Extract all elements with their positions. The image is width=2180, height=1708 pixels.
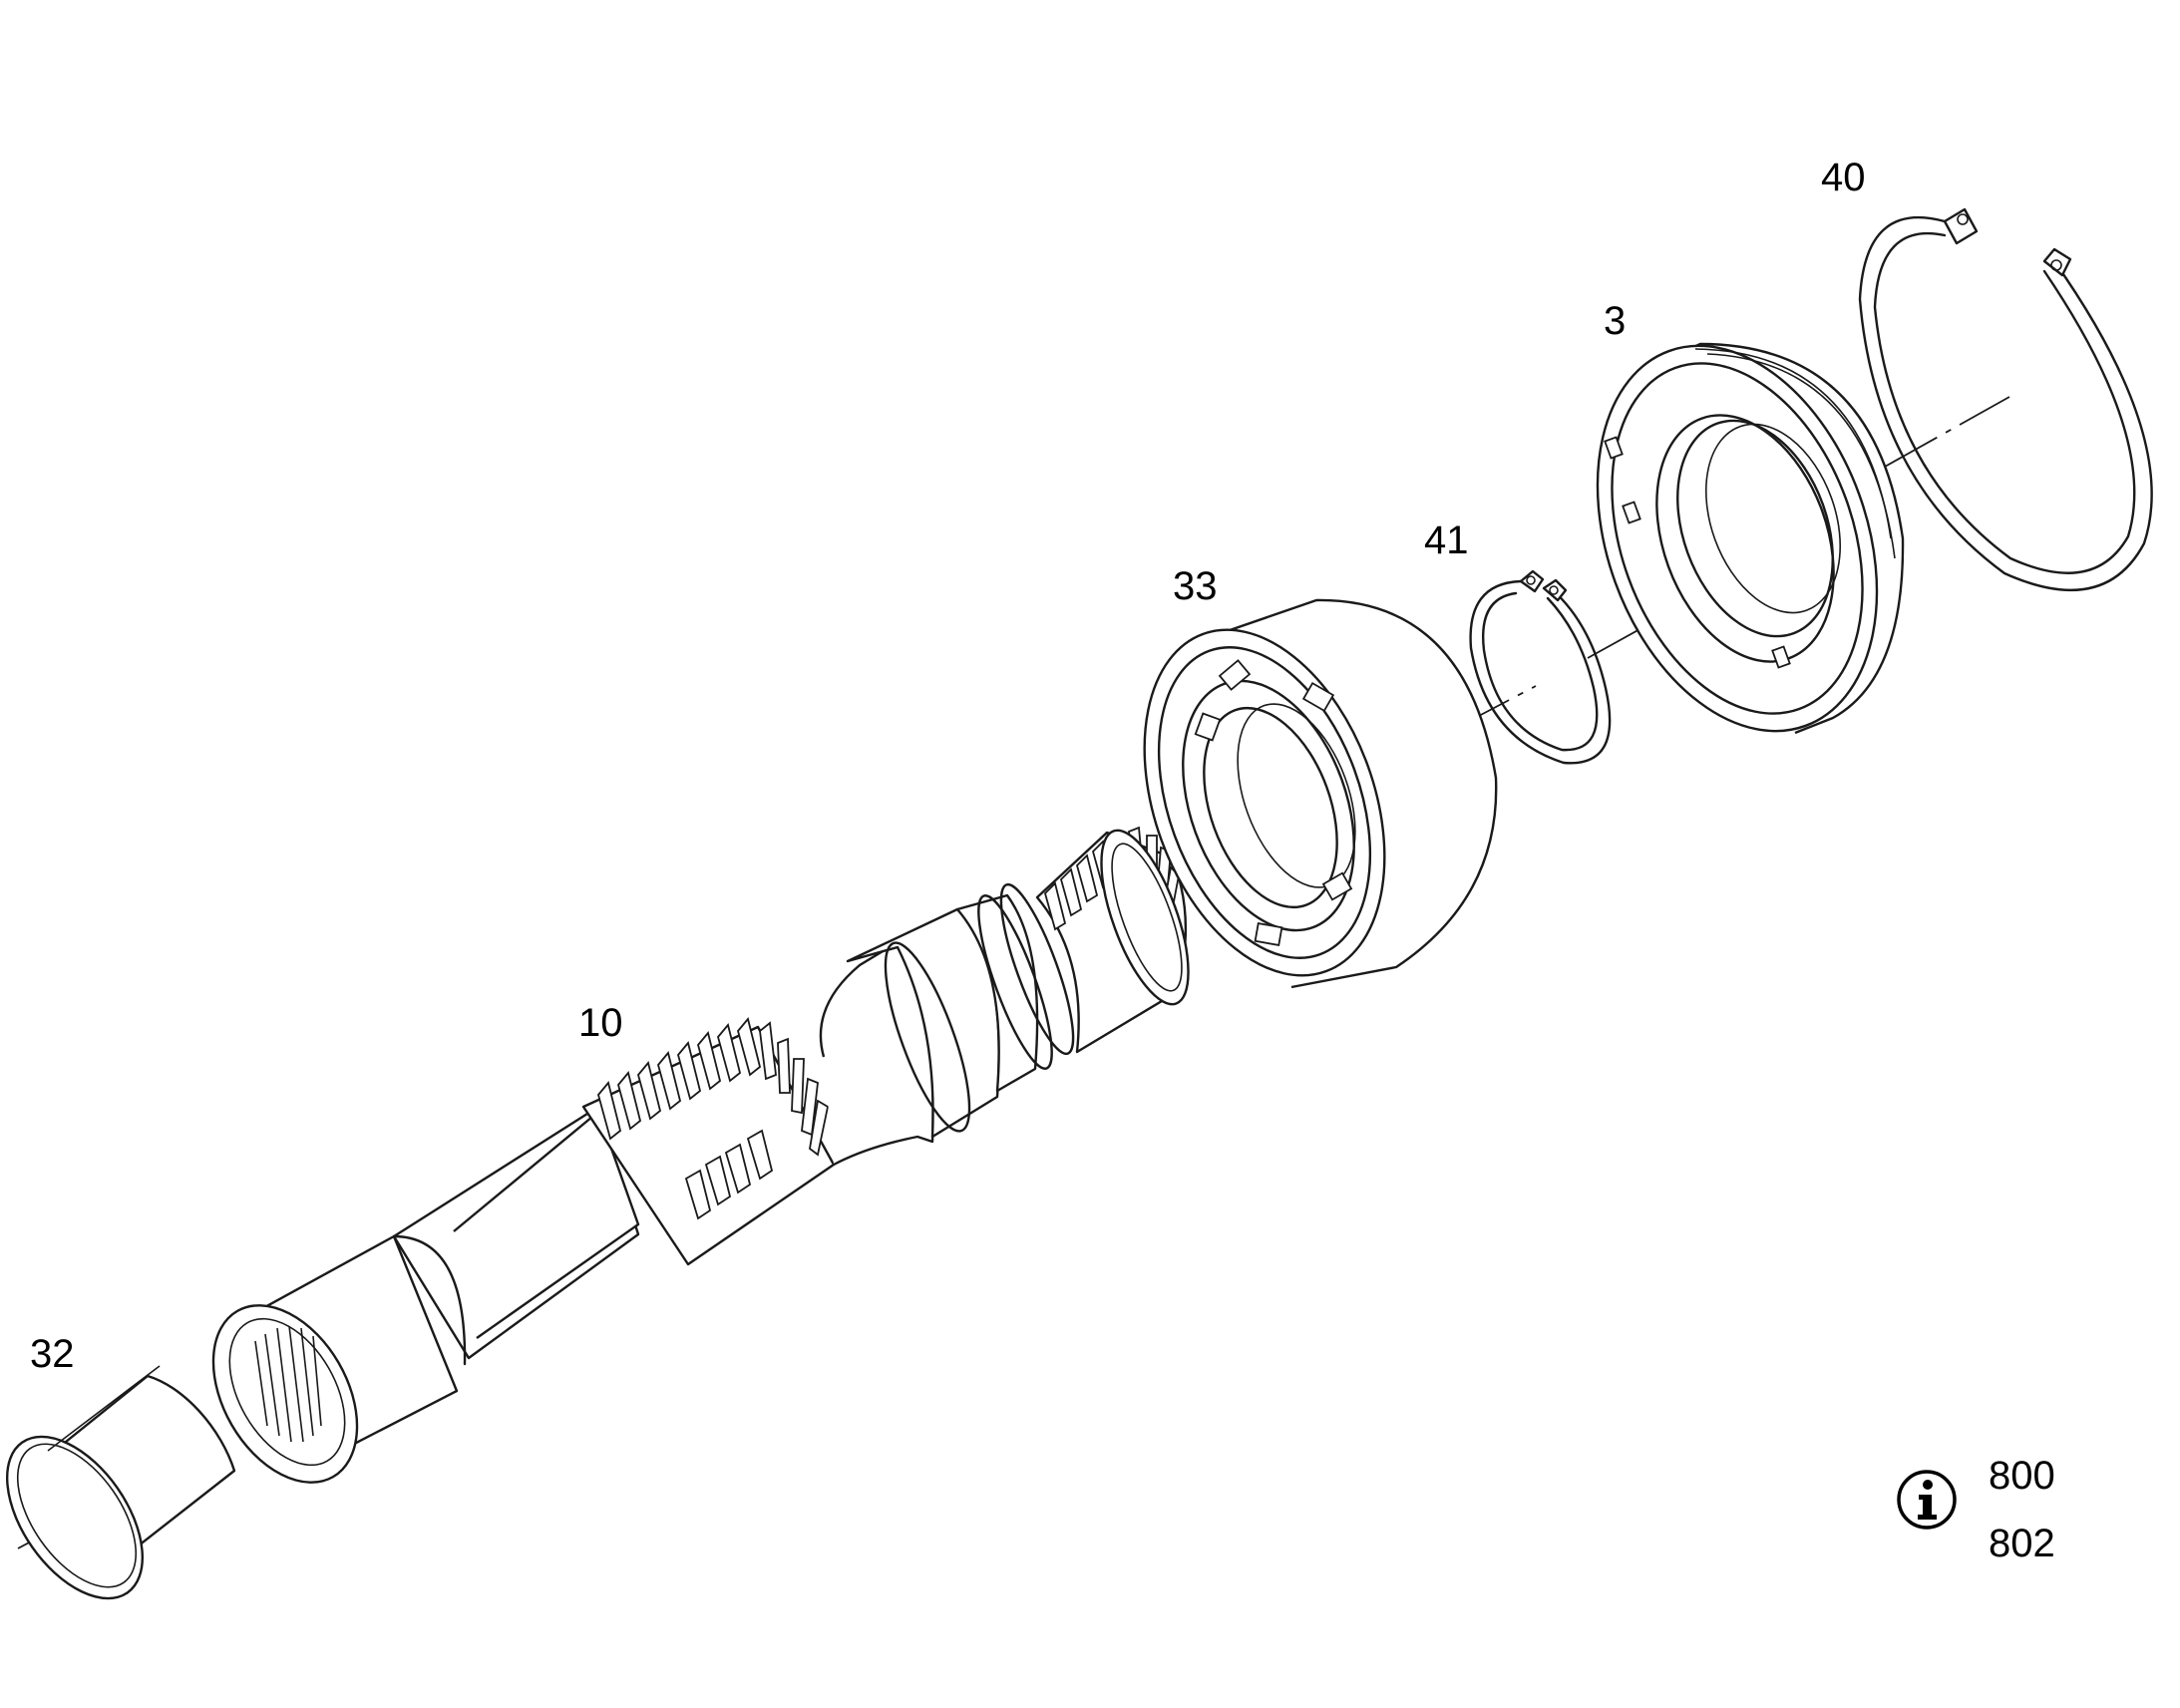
part-label-33: 33 [1173,564,1218,608]
bushing-drawing [5,1365,236,1600]
large-circlip-drawing [1858,207,2153,592]
bearing-balls [1194,659,1353,946]
part-label-10: 10 [578,1001,623,1045]
info-icon [1895,1468,1959,1532]
seal-ring-drawing [1596,342,1905,735]
assembly-axis-segment [1884,396,2010,468]
info-code-1: 800 [1989,1454,2055,1498]
info-reference: 800 802 [1895,1456,2114,1605]
part-label-40: 40 [1821,156,1866,199]
bearing-drawing [1143,598,1498,989]
part-label-32: 32 [30,1332,75,1376]
info-code-2: 802 [1989,1522,2055,1565]
part-label-41: 41 [1424,518,1469,562]
part-label-3: 3 [1604,299,1627,343]
large-spline-teeth [597,1017,830,1220]
shaft-drawing [211,826,1190,1484]
small-circlip-drawing [1469,569,1612,765]
